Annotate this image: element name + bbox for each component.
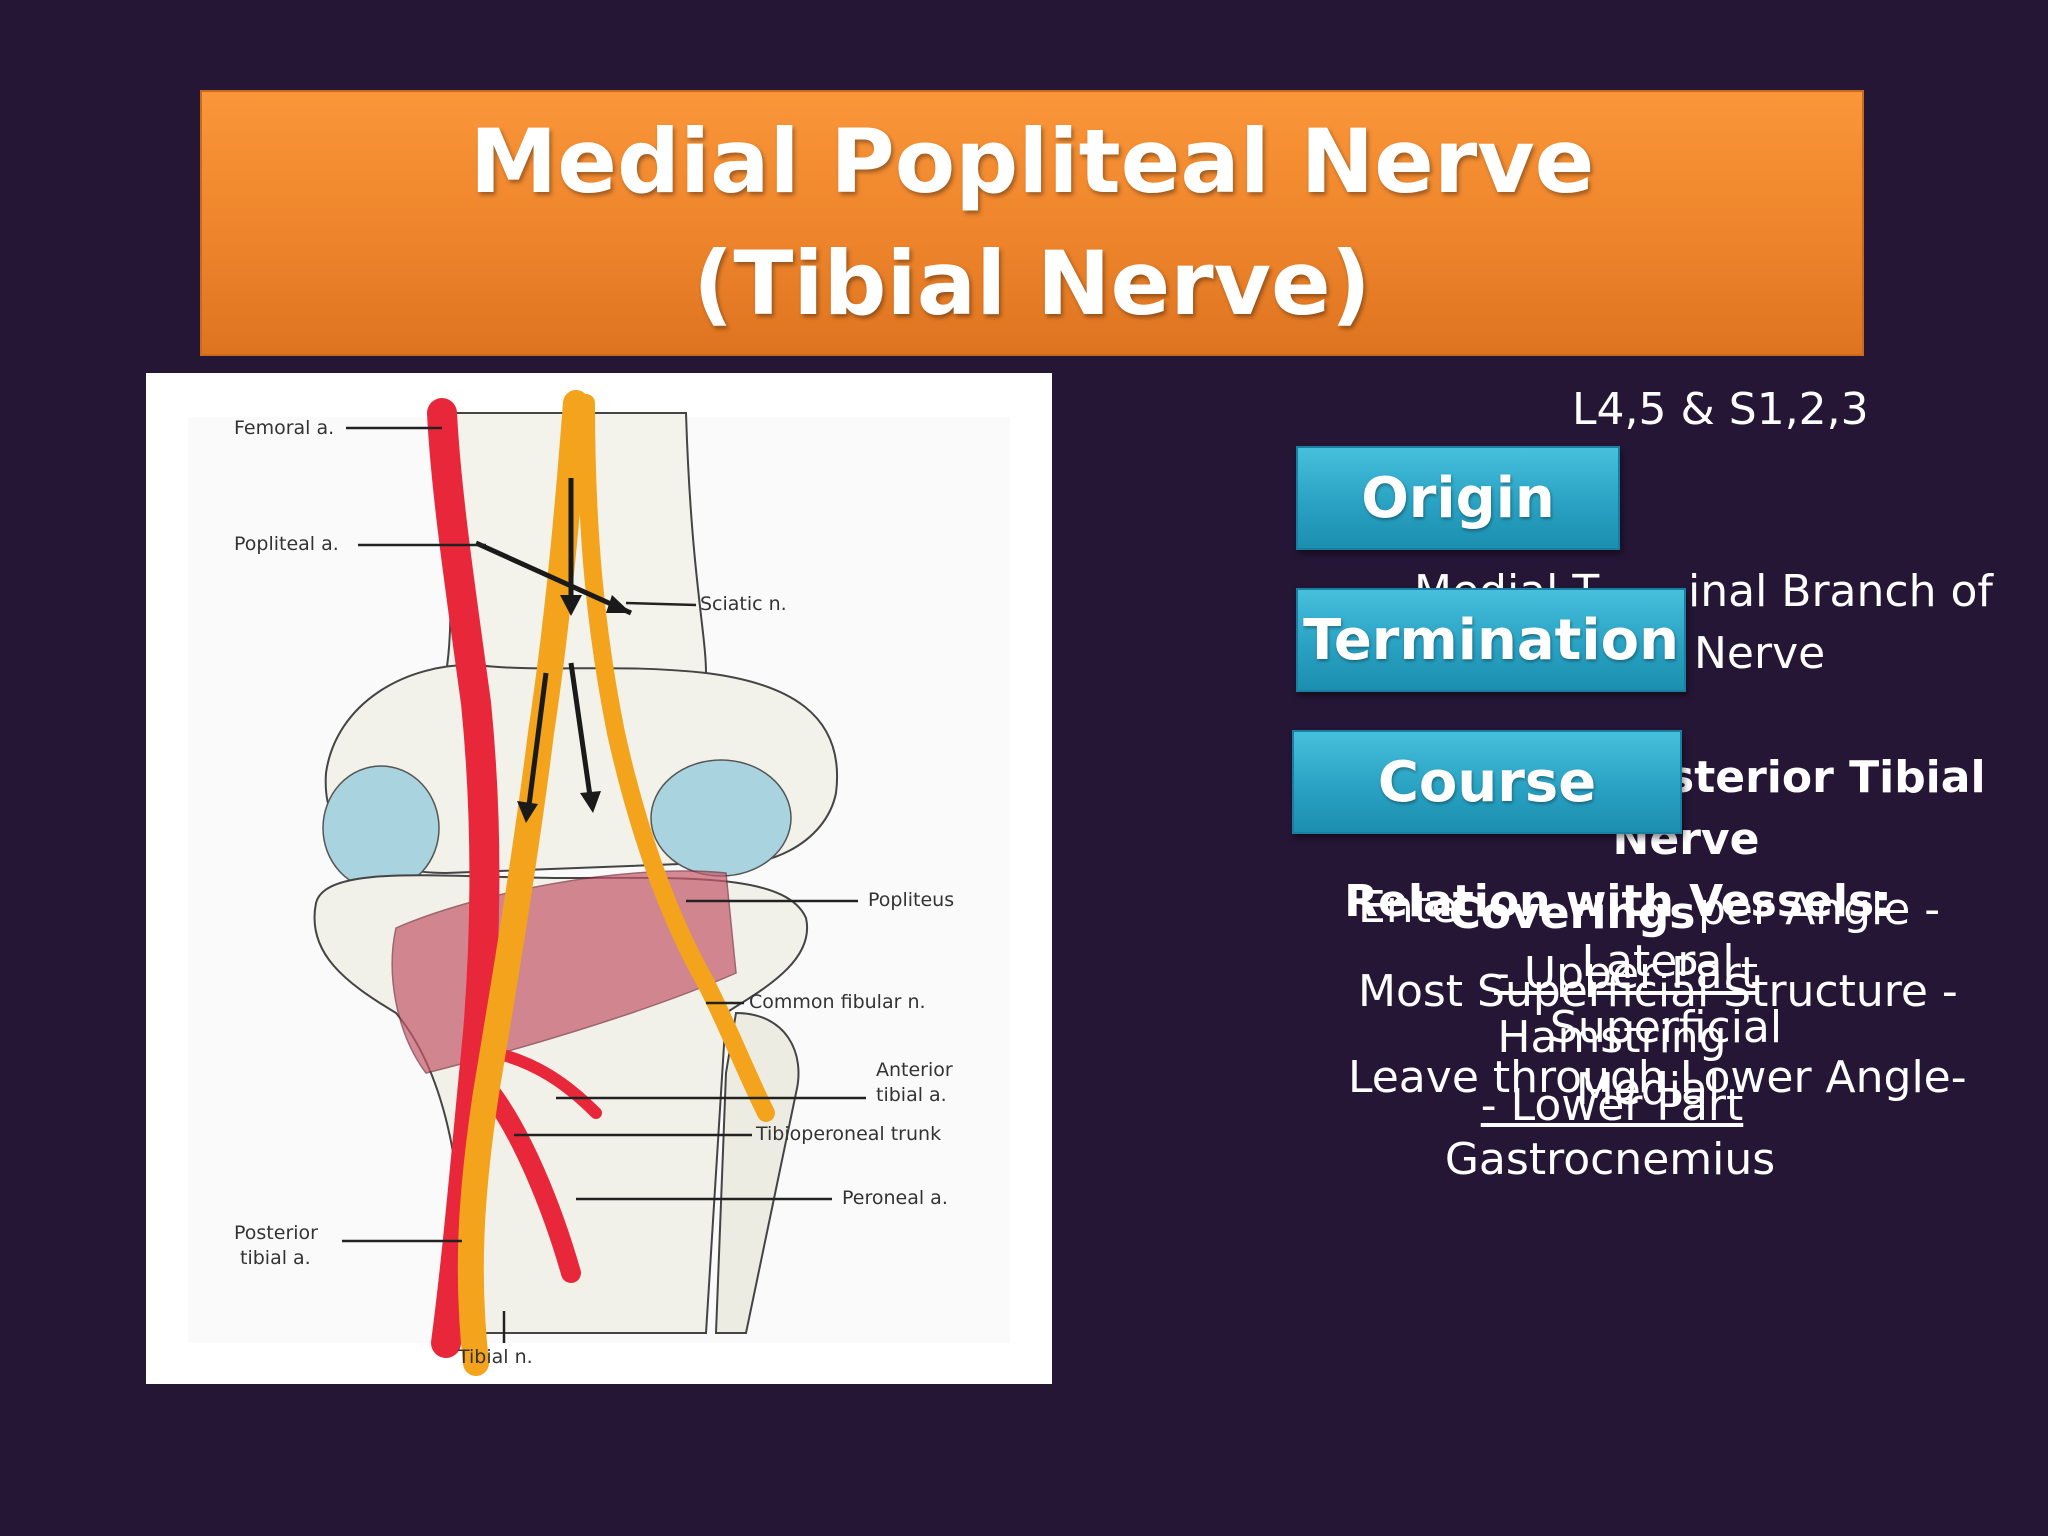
label-posterior-tibial-line1: Posterior: [234, 1222, 318, 1244]
medial-cartilage: [322, 765, 440, 891]
coverings-heading: Coverings: [1448, 888, 1696, 939]
label-tibial-nerve: Tibial n.: [457, 1346, 533, 1368]
label-popliteal: Popliteal a.: [234, 533, 339, 555]
course-enter-fragment: Ente: [1358, 882, 1459, 933]
course-leave-through: Leave through Lower Angle-: [1348, 1052, 1967, 1103]
anterior-tibial-artery-branch: [490, 1047, 602, 1119]
common-fibular-nerve: [577, 394, 775, 1122]
anatomy-figure: Femoral a. Popliteal a. Sciatic n. Popli…: [146, 373, 1052, 1384]
relation-medial: Medial: [1575, 1064, 1721, 1115]
origin-tag: Origin: [1296, 446, 1620, 550]
leader-lines: [342, 426, 866, 1343]
relation-with-vessels-heading: Relation with Vessels:: [1344, 876, 1892, 927]
label-peroneal: Peroneal a.: [842, 1187, 948, 1209]
popliteal-fossa-illustration: Femoral a. Popliteal a. Sciatic n. Popli…: [188, 390, 1010, 1376]
label-anterior-tibial-line1: Anterior: [876, 1059, 953, 1081]
label-anterior-tibial-line2: tibial a.: [876, 1084, 947, 1106]
relation-lateral: Lateral: [1581, 936, 1735, 987]
course-upper-angle: per Angle -: [1698, 884, 1941, 935]
relation-superficial: Superficial: [1549, 1002, 1783, 1053]
label-tibioperoneal-trunk: Tibioperoneal trunk: [755, 1123, 941, 1145]
label-common-fibular: Common fibular n.: [749, 991, 926, 1013]
coverings-hamstring: Hamstring: [1497, 1012, 1727, 1063]
peroneal-artery-branch: [481, 1083, 581, 1283]
pointer-arrows: [474, 478, 633, 814]
course-tag: Course: [1292, 730, 1682, 834]
termination-text-line-1: inal Branch of: [1688, 566, 1993, 617]
title-banner: Medial Popliteal Nerve (Tibial Nerve): [200, 90, 1864, 356]
slide-title-line-1: Medial Popliteal Nerve: [469, 110, 1595, 213]
arrow-heads: [517, 595, 631, 823]
origin-value: L4,5 & S1,2,3: [1572, 384, 1869, 435]
lateral-cartilage: [650, 759, 792, 877]
course-most-superficial: Most Superficial Structure -: [1358, 966, 1958, 1017]
label-popliteus: Popliteus: [868, 889, 954, 911]
label-sciatic: Sciatic n.: [700, 593, 787, 615]
coverings-lower-part: - Lower Part: [1480, 1080, 1744, 1131]
termination-text-line-2: Nerve: [1694, 628, 1826, 679]
coverings-upper-part: - Upper Part: [1494, 948, 1758, 999]
coverings-gastrocnemius: Gastrocnemius: [1444, 1134, 1776, 1185]
label-femoral: Femoral a.: [234, 417, 334, 439]
termination-tag: Termination: [1296, 588, 1686, 692]
slide-title-line-2: (Tibial Nerve): [693, 232, 1371, 335]
tibial-nerve: [457, 390, 589, 1376]
label-posterior-tibial-line2: tibial a.: [240, 1247, 311, 1269]
posterior-tibial-line-1: sterior Tibial: [1668, 752, 1986, 803]
fibula: [714, 1011, 800, 1334]
